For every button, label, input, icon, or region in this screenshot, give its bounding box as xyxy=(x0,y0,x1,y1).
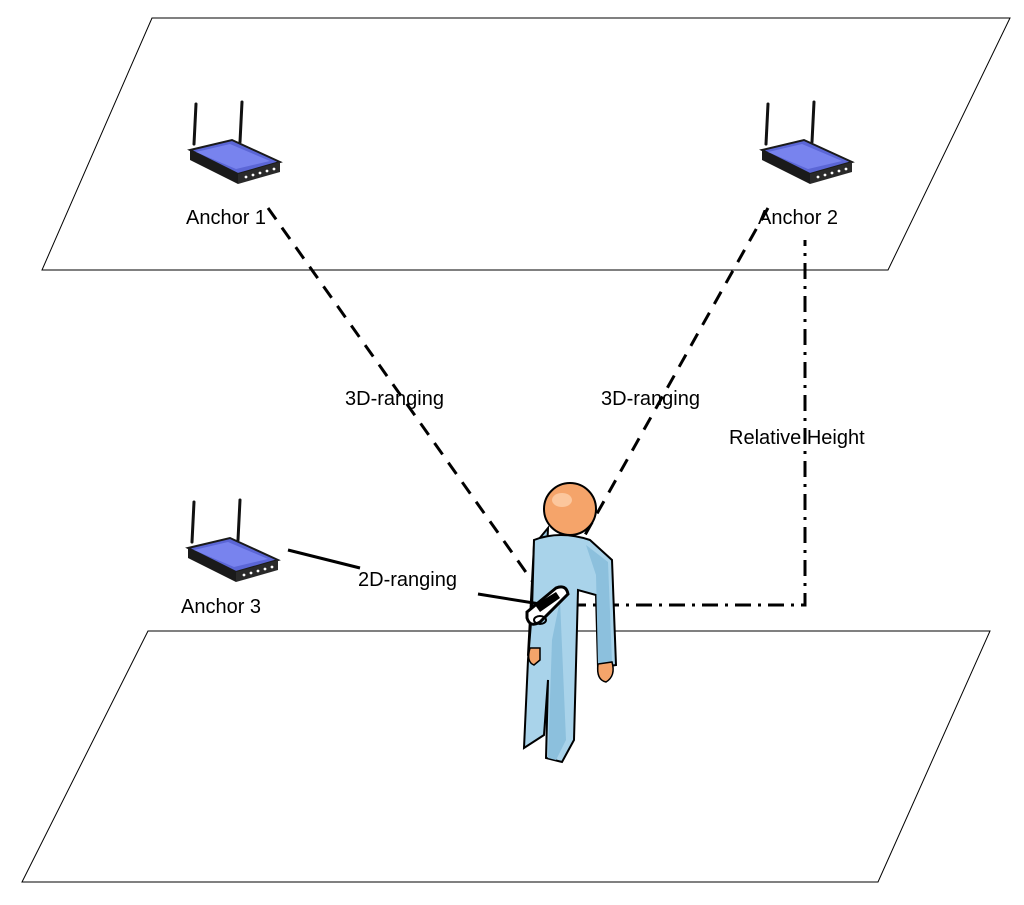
anchor-2-label: Anchor 2 xyxy=(758,207,838,229)
anchor-2-ranging-label: 3D-ranging xyxy=(601,388,700,410)
person-icon xyxy=(522,482,618,764)
anchor-1-ranging-label: 3D-ranging xyxy=(345,388,444,410)
anchor-3-label: Anchor 3 xyxy=(181,596,261,618)
tag-device-icon xyxy=(525,585,570,626)
anchor-3-router-icon xyxy=(186,498,280,584)
floor-plane xyxy=(21,630,991,883)
relative-height-label: Relative Height xyxy=(729,427,865,449)
anchor-3-ranging-label: 2D-ranging xyxy=(358,569,457,591)
ranging-line-anchor-3 xyxy=(287,548,361,570)
relative-height-line xyxy=(570,240,807,607)
ceiling-plane xyxy=(41,17,1011,271)
anchor-1-label: Anchor 1 xyxy=(186,207,266,229)
ranging-line-anchor-1 xyxy=(266,207,542,593)
ranging-line-anchor-3-to-tag xyxy=(477,592,541,606)
ranging-line-anchor-2 xyxy=(550,207,770,595)
